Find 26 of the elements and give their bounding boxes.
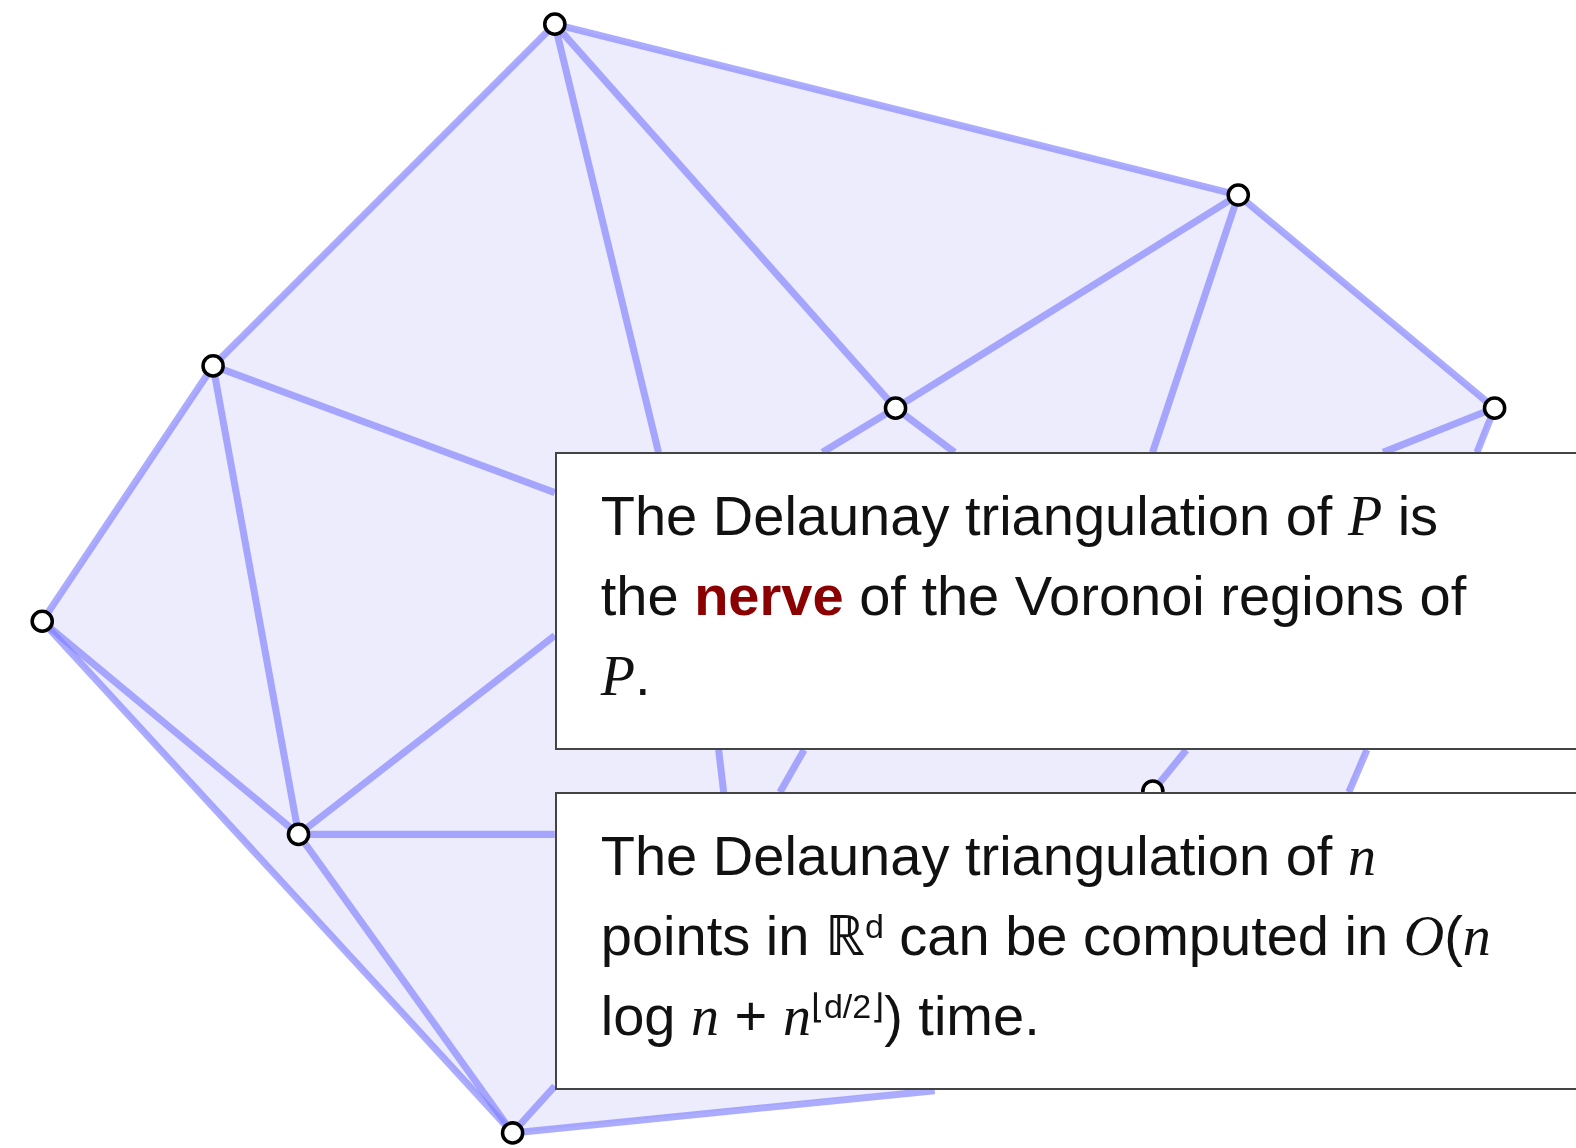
triangulation-edge <box>1243 198 1490 405</box>
vertex-point <box>1482 396 1507 420</box>
vertex-point <box>30 609 55 634</box>
vertex-point <box>500 1121 525 1145</box>
triangulation-edge <box>301 840 510 1127</box>
vertex-point <box>883 396 908 420</box>
vertex-point <box>1141 779 1165 794</box>
triangulation-edge <box>1473 416 1495 454</box>
triangulation-edge <box>308 830 555 838</box>
triangulation-edge <box>211 375 301 826</box>
triangulation-edge <box>902 197 1232 406</box>
vertex-point <box>543 12 567 36</box>
text-box <box>554 791 1576 1091</box>
vertex-point <box>1226 183 1251 207</box>
statement-text: The Delaunay triangulation of n points in ℝ$^{d}$ can be computed in O(n log n + n$^{⌊d/2⌋}$) time. <box>600 822 1492 1049</box>
triangulation-edge <box>558 29 892 403</box>
triangulation-edge <box>553 33 662 454</box>
triangulation-edge <box>44 372 211 615</box>
triangulation-edge <box>217 28 551 362</box>
text-box <box>554 452 1576 750</box>
triangulation-edge <box>1149 203 1239 454</box>
vertex-point <box>286 822 311 847</box>
triangulation-edge <box>516 1083 558 1128</box>
triangulation-edge <box>1156 747 1189 786</box>
vertex-point <box>201 354 225 378</box>
statement-text: The Delaunay triangulation of P is the nerve of the Voronoi regions of P. <box>600 483 1468 710</box>
